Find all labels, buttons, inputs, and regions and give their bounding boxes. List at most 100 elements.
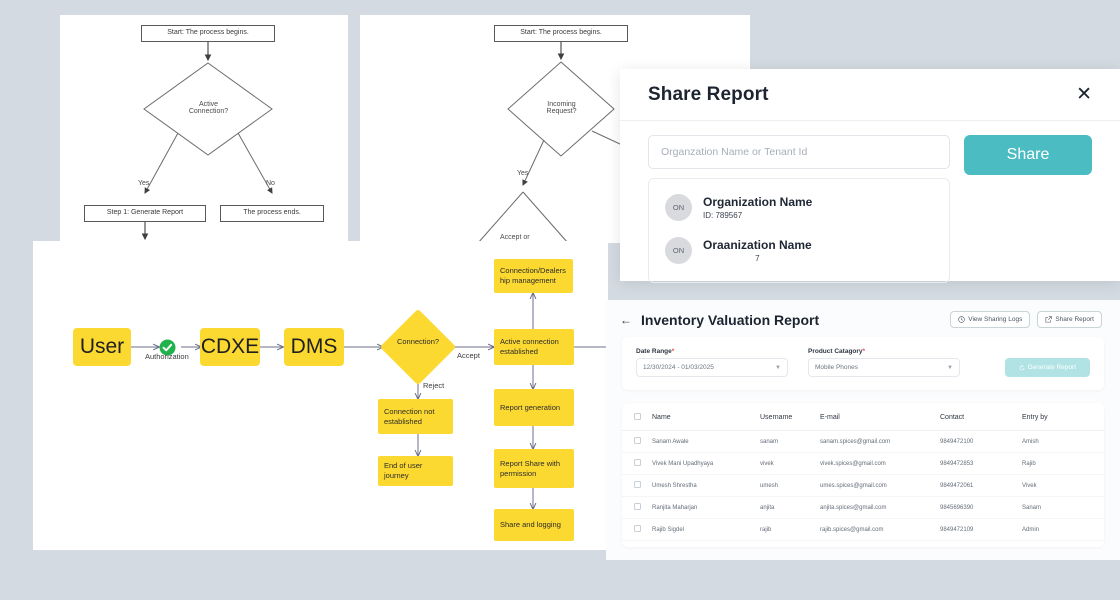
row-checkbox[interactable] (634, 481, 641, 488)
flowchart-panel-top-left: Start: The process begins. Active Connec… (60, 15, 348, 258)
table-row[interactable]: Umesh Shrestha umesh umes.spices@gmail.c… (622, 474, 1104, 497)
share-dialog-header: Share Report ✕ (620, 69, 1120, 121)
row-checkbox-cell (622, 518, 648, 541)
fc2-decision-label: Incoming Request? (546, 101, 577, 115)
organization-search-input[interactable] (648, 135, 950, 169)
row-checkbox-cell (622, 496, 648, 519)
row-checkbox[interactable] (634, 459, 641, 466)
share-report-dialog: Share Report ✕ ON Organization Name ID: … (620, 69, 1120, 283)
column-header-entry-by[interactable]: Entry by (1018, 405, 1104, 431)
date-range-select[interactable]: 12/30/2024 - 01/03/2025 ▼ (636, 358, 788, 377)
table-row[interactable]: Vivek Mani Upadhyaya vivek vivek.spices@… (622, 452, 1104, 475)
share-dialog-body: ON Organization Name ID: 789567 ON Oraan… (620, 121, 1120, 283)
report-header: ← Inventory Valuation Report View Sharin… (606, 300, 1120, 337)
flowchart-connectors-1 (141, 42, 273, 241)
date-range-field: Date Range* 12/30/2024 - 01/03/2025 ▼ (636, 348, 788, 377)
organization-info: Organization Name ID: 789567 (703, 195, 812, 220)
yellow-edge-reject: Reject (423, 381, 445, 390)
generate-report-button[interactable]: Generate Report (1004, 358, 1090, 377)
cell-username: umesh (756, 474, 816, 497)
flowchart-panel-yellow: User CDXE DMS Authorization Connection? … (33, 241, 608, 550)
cell-email: vivek.spices@gmail.com (816, 452, 936, 475)
yellow-edge-accept: Accept (457, 351, 480, 360)
view-sharing-logs-button[interactable]: View Sharing Logs (950, 311, 1031, 328)
yellow-box-connection-not-established: Connection not established (378, 399, 453, 434)
share-icon (1045, 316, 1053, 323)
yellow-edge-authorization: Authorization (145, 352, 189, 361)
cell-contact: 9849472109 (936, 518, 1018, 541)
report-filters-card: Date Range* 12/30/2024 - 01/03/2025 ▼ Pr… (622, 337, 1104, 390)
share-dialog-left-column: ON Organization Name ID: 789567 ON Oraan… (648, 135, 950, 283)
report-table-card: Name Username E-mail Contact Entry by Sa… (622, 403, 1104, 547)
clock-icon (958, 316, 965, 323)
list-item[interactable]: ON Oraanization Name 7 (649, 232, 949, 275)
yellow-flowchart-connectors (131, 241, 608, 550)
cell-contact: 9849472853 (936, 452, 1018, 475)
cell-username: sanam (756, 430, 816, 453)
table-head: Name Username E-mail Contact Entry by (622, 405, 1104, 431)
cell-email: rajib.spices@gmail.com (816, 518, 936, 541)
select-all-checkbox[interactable] (634, 413, 641, 420)
organization-results-list[interactable]: ON Organization Name ID: 789567 ON Oraan… (648, 178, 950, 283)
cell-entry-by: Rajib (1018, 452, 1104, 475)
yellow-node-user: User (73, 328, 131, 366)
fc2-node-start: Start: The process begins. (494, 25, 628, 42)
row-checkbox[interactable] (634, 503, 641, 510)
row-checkbox[interactable] (634, 437, 641, 444)
select-all-header (622, 405, 648, 431)
table-row[interactable]: Ranjita Maharjan anjita anjita.spices@gm… (622, 496, 1104, 519)
fc2-edge-yes: Yes (517, 170, 529, 177)
column-header-username[interactable]: Username (756, 405, 816, 431)
report-header-actions: View Sharing Logs Share Report (950, 311, 1102, 328)
fc1-node-no-step: The process ends. (220, 205, 324, 222)
yellow-box-share-logging: Share and logging (494, 509, 574, 541)
yellow-box-active-connection: Active connection established (494, 329, 574, 365)
table-row[interactable]: Sanam Awale sanam sanam.spices@gmail.com… (622, 430, 1104, 453)
cell-username: vivek (756, 452, 816, 475)
cell-name: Ranjita Maharjan (648, 496, 756, 519)
cell-name: Vivek Mani Upadhyaya (648, 452, 756, 475)
share-report-label: Share Report (1055, 316, 1094, 323)
product-category-select[interactable]: Mobile Phones ▼ (808, 358, 960, 377)
share-report-button[interactable]: Share Report (1037, 311, 1102, 328)
share-dialog-title: Share Report (648, 83, 769, 105)
yellow-box-report-generation: Report generation (494, 389, 574, 426)
back-arrow-icon[interactable]: ← (620, 312, 632, 327)
organization-name: Organization Name (703, 195, 813, 209)
cell-contact: 9849472100 (936, 430, 1018, 453)
cell-username: anjita (756, 496, 816, 519)
organization-id: ID: 789567 (703, 211, 743, 220)
cell-email: sanam.spices@gmail.com (816, 430, 936, 453)
row-checkbox-cell (622, 474, 648, 497)
cell-contact: 9849472061 (936, 474, 1018, 497)
date-range-label: Date Range* (636, 348, 675, 355)
yellow-decision-label: Connection? (396, 337, 440, 346)
list-item[interactable]: ON Organization Name ID: 789567 (649, 189, 949, 232)
share-button[interactable]: Share (964, 135, 1092, 175)
chevron-down-icon: ▼ (947, 364, 953, 371)
cell-email: umes.spices@gmail.com (816, 474, 936, 497)
yellow-node-cdxe: CDXE (200, 328, 260, 366)
table-header-row: Name Username E-mail Contact Entry by (622, 405, 1104, 431)
fc1-edge-yes: Yes (138, 180, 150, 187)
cell-entry-by: Admin (1018, 518, 1104, 541)
fc2-node-accept: Accept or (500, 234, 530, 241)
cell-email: anjita.spices@gmail.com (816, 496, 936, 519)
column-header-name[interactable]: Name (648, 405, 756, 431)
row-checkbox[interactable] (634, 525, 641, 532)
users-table: Name Username E-mail Contact Entry by Sa… (622, 405, 1104, 541)
fc1-node-start: Start: The process begins. (141, 25, 275, 42)
cell-name: Umesh Shrestha (648, 474, 756, 497)
cell-contact: 9845696390 (936, 496, 1018, 519)
column-header-email[interactable]: E-mail (816, 405, 936, 431)
required-marker: * (862, 348, 866, 355)
inventory-valuation-report-panel: ← Inventory Valuation Report View Sharin… (606, 300, 1120, 560)
yellow-box-connection-dealership: Connection/Dealers hip management (494, 259, 573, 293)
row-checkbox-cell (622, 452, 648, 475)
column-header-contact[interactable]: Contact (936, 405, 1018, 431)
close-icon[interactable]: ✕ (1076, 84, 1092, 105)
fc1-start-label: Start: The process begins. (167, 29, 249, 37)
fc1-node-yes-step: Step 1: Generate Report (84, 205, 206, 222)
table-row[interactable]: Rajib Sigdel rajib rajib.spices@gmail.co… (622, 518, 1104, 541)
